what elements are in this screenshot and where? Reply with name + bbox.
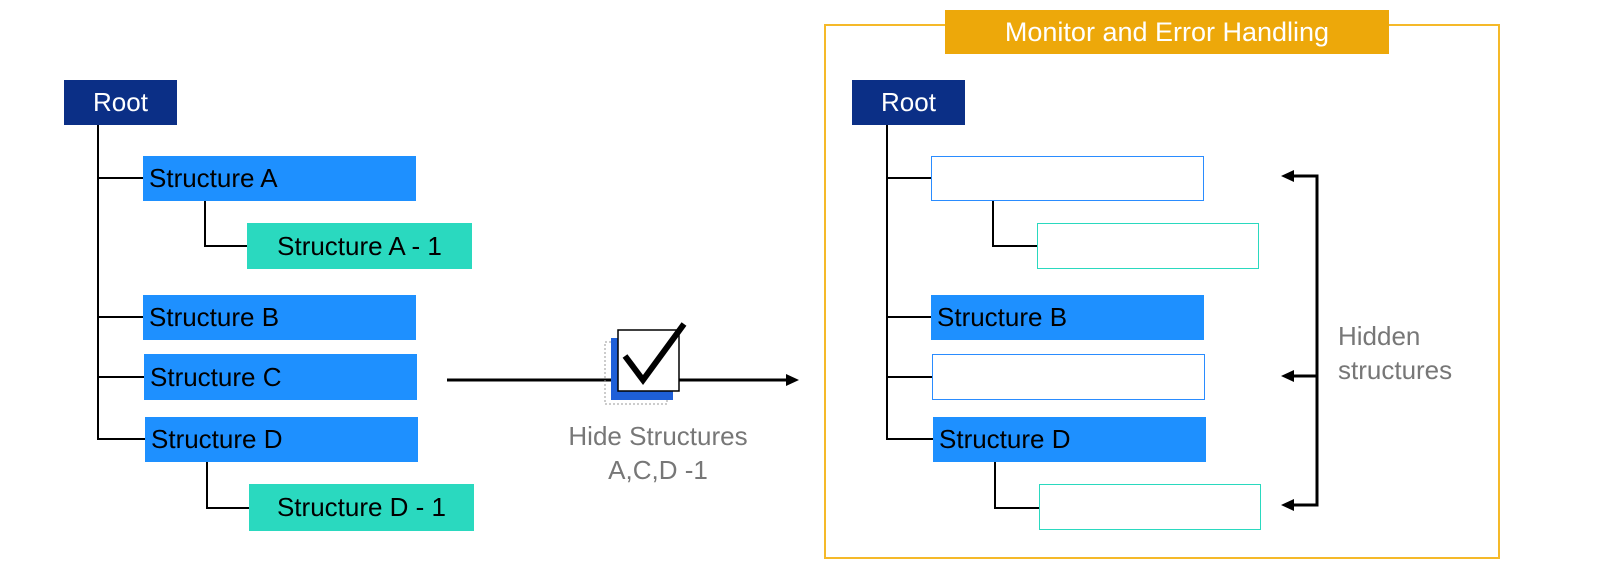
left-structure-d: Structure D — [145, 417, 418, 462]
left-structure-b: Structure B — [143, 295, 416, 340]
right-sub-branch-d1 — [994, 507, 1039, 509]
right-structure-b: Structure B — [931, 295, 1204, 340]
left-root-node: Root — [64, 80, 177, 125]
hidden-label-line2: structures — [1338, 355, 1453, 385]
left-branch-b — [97, 316, 143, 318]
right-hidden-structure-d1 — [1039, 484, 1261, 530]
left-structure-a1: Structure A - 1 — [247, 223, 472, 269]
left-sub-branch-a1 — [204, 245, 247, 247]
action-caption-line1: Hide Structures — [568, 421, 748, 451]
right-branch-a — [886, 177, 931, 179]
panel-title: Monitor and Error Handling — [945, 10, 1389, 54]
arrow-left-icon — [1281, 170, 1294, 182]
left-branch-c — [97, 376, 144, 378]
left-sub-trunk-a — [204, 200, 206, 246]
left-structure-a: Structure A — [143, 156, 416, 201]
left-structure-c: Structure C — [144, 354, 417, 400]
right-structure-d: Structure D — [933, 417, 1206, 462]
right-hidden-structure-c — [932, 354, 1205, 400]
arrow-left-icon — [1281, 370, 1294, 382]
arrow-left-icon — [1281, 499, 1294, 511]
right-sub-trunk-d — [994, 462, 996, 508]
right-hidden-structure-a1 — [1037, 223, 1259, 269]
left-structure-d1: Structure D - 1 — [249, 484, 474, 531]
hidden-structures-label: Hidden structures — [1338, 319, 1452, 387]
left-branch-a — [97, 177, 143, 179]
right-branch-d — [886, 438, 933, 440]
right-branch-b — [886, 316, 931, 318]
left-branch-d — [97, 438, 145, 440]
action-caption-line2: A,C,D -1 — [608, 455, 708, 485]
right-root-node: Root — [852, 80, 965, 125]
left-sub-branch-d1 — [206, 507, 249, 509]
right-sub-branch-a1 — [992, 245, 1037, 247]
right-sub-trunk-a — [992, 200, 994, 246]
right-tree-trunk — [886, 124, 888, 439]
action-caption: Hide Structures A,C,D -1 — [548, 419, 768, 487]
hidden-label-line1: Hidden — [1338, 321, 1421, 351]
right-hidden-structure-a — [931, 156, 1204, 201]
left-sub-trunk-d — [206, 462, 208, 508]
right-branch-c — [886, 376, 932, 378]
left-tree-trunk — [97, 124, 99, 439]
